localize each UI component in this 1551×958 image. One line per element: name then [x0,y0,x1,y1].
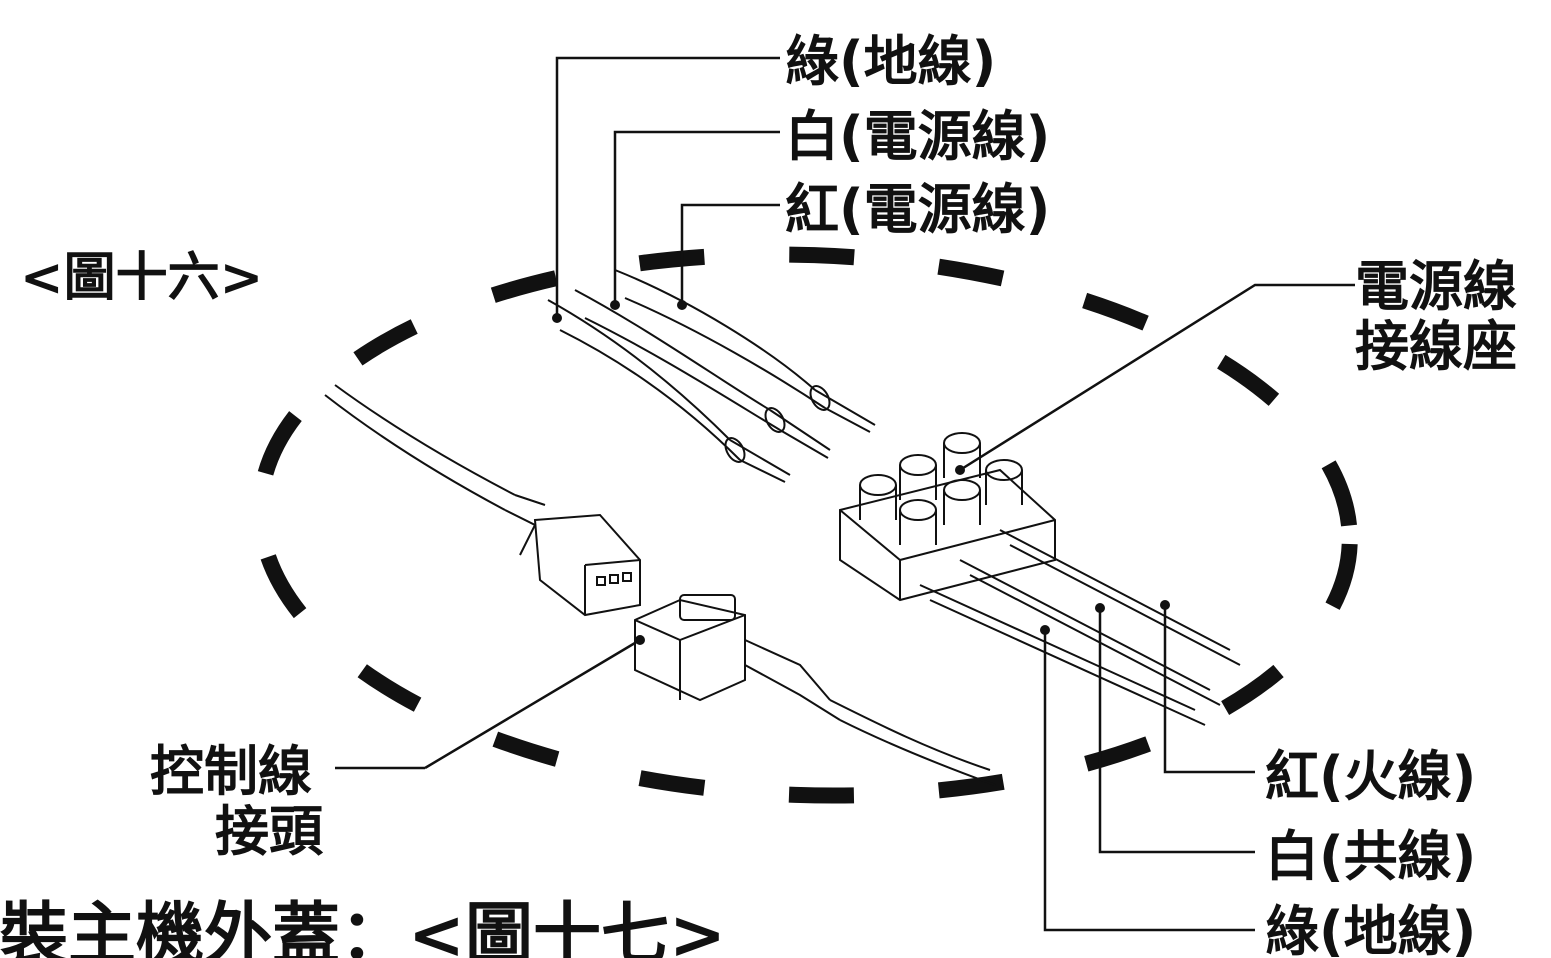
control-cable-left [324,384,641,617]
power-cable-wires [547,269,876,483]
label-terminal-line2: 接線座 [1355,315,1517,378]
label-top-red: 紅(電源線) [785,178,1050,241]
label-top-white: 白(電源線) [785,105,1050,168]
label-bottom-green: 綠(地線) [1265,900,1476,958]
label-bottom-white: 白(共線) [1265,825,1476,888]
figure-label: <圖十六> [20,248,263,308]
label-bottom-red: 紅(火線) [1265,745,1476,808]
label-control-line2: 接頭 [215,800,324,863]
leader-dots [552,300,1170,645]
label-top-green: 綠(地線) [785,30,996,93]
label-terminal-line1: 電源線 [1355,255,1517,318]
terminal-block [839,432,1241,726]
control-connector-plug [634,594,996,786]
footer-heading: 裝主機外蓋：<圖十七> [0,896,726,958]
leader-lines [335,56,1355,932]
label-control-line1: 控制線 [150,740,312,803]
dashed-boundary-ellipse [252,246,1358,804]
